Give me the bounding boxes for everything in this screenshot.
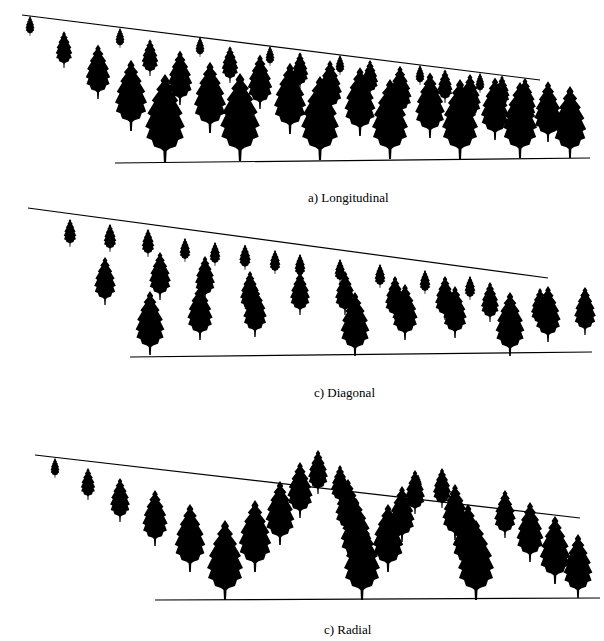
- tree: [56, 31, 73, 68]
- ground-line: [155, 598, 600, 600]
- tree: [142, 490, 167, 546]
- tree: [535, 286, 560, 342]
- tree: [414, 474, 422, 492]
- tree: [494, 490, 516, 538]
- tree: [266, 46, 275, 66]
- panel-caption: a) Longitudinal: [308, 190, 389, 205]
- tree: [243, 285, 266, 337]
- tree: [81, 468, 95, 500]
- tree: [142, 39, 159, 76]
- tree: [458, 520, 494, 600]
- tree: [574, 287, 596, 335]
- tree: [405, 470, 425, 514]
- tree: [494, 75, 509, 109]
- ground-line: [130, 352, 592, 357]
- tree: [443, 286, 466, 338]
- tree: [420, 270, 431, 294]
- tree: [388, 66, 411, 117]
- tree: [514, 78, 536, 126]
- tree: [375, 264, 386, 288]
- radial-panel: [35, 450, 600, 600]
- tree: [476, 73, 485, 93]
- tree: [517, 502, 544, 562]
- tree: [392, 284, 417, 340]
- tree: [292, 52, 309, 89]
- tree: [481, 282, 499, 322]
- tree: [336, 55, 345, 75]
- tree: [175, 504, 206, 572]
- tree: [136, 291, 165, 355]
- tree: [416, 65, 425, 85]
- tree: [51, 458, 60, 478]
- tree: [239, 500, 271, 572]
- tree: [104, 224, 117, 252]
- tree: [194, 62, 226, 133]
- tree: [142, 229, 155, 257]
- tree: [290, 271, 310, 315]
- tree: [496, 292, 525, 356]
- tree: [210, 242, 221, 266]
- tree: [341, 292, 370, 356]
- tree: [465, 276, 476, 300]
- tree: [344, 520, 380, 600]
- tree: [180, 238, 191, 262]
- tree: [270, 250, 281, 274]
- tree: [287, 462, 312, 518]
- tree: [196, 37, 205, 57]
- tree: [308, 450, 328, 494]
- tree: [168, 51, 192, 105]
- tree: [94, 257, 116, 305]
- tree: [437, 69, 452, 103]
- panel-caption: c) Radial: [324, 622, 371, 637]
- tree: [207, 520, 243, 600]
- longitudinal-panel: [22, 15, 590, 163]
- tree: [64, 219, 77, 247]
- tree: [362, 60, 378, 96]
- tree: [116, 28, 125, 48]
- tree: [554, 86, 586, 158]
- ground-line: [115, 158, 590, 163]
- diagonal-panel: [28, 208, 596, 357]
- tree: [110, 478, 130, 522]
- tree: [86, 45, 110, 99]
- tree: [115, 60, 147, 131]
- panel-caption: c) Diagonal: [314, 385, 375, 400]
- tree: [564, 534, 593, 598]
- tree: [222, 46, 239, 83]
- tree: [149, 252, 171, 300]
- tree: [239, 244, 251, 270]
- tree: [187, 284, 212, 340]
- tree: [540, 516, 571, 584]
- tree: [26, 16, 35, 36]
